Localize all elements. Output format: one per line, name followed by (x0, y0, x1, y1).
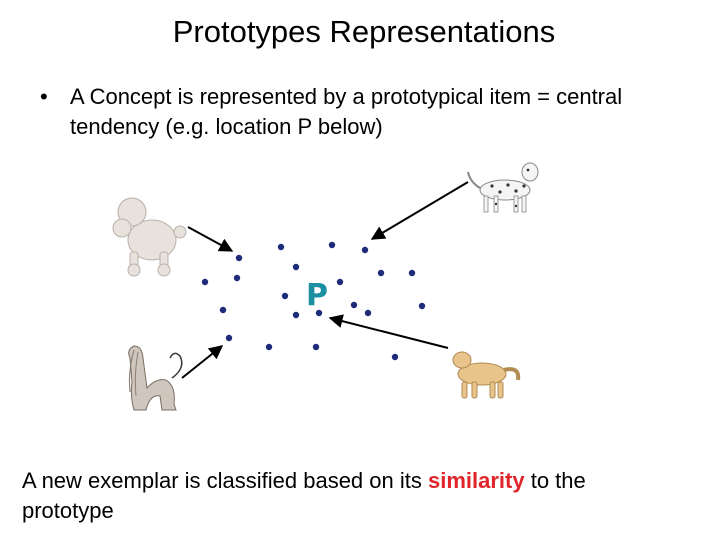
exemplar-dot (336, 278, 344, 286)
prototype-label: P (306, 278, 328, 313)
arrow-from-poodle (187, 226, 234, 252)
arrow-from-retriever (328, 314, 449, 349)
exemplar-dot (281, 292, 289, 300)
exemplar-dot (219, 306, 227, 314)
exemplar-dot (292, 311, 300, 319)
exemplar-dot (418, 302, 426, 310)
exemplar-dot (328, 241, 336, 249)
exemplar-dot (265, 343, 273, 351)
exemplar-dot (225, 334, 233, 342)
exemplar-dot (312, 343, 320, 351)
exemplar-dot (201, 278, 209, 286)
exemplar-dot (364, 309, 372, 317)
footer-prefix: A new exemplar is classified based on it… (22, 468, 428, 493)
exemplar-dot (361, 246, 369, 254)
bullet-text: A Concept is represented by a prototypic… (70, 84, 623, 139)
exemplar-dot (233, 274, 241, 282)
footer-suffix: to the prototype (22, 468, 586, 523)
arrow-from-afghan (181, 345, 224, 379)
exemplar-dot (315, 309, 323, 317)
dalmatian-image (467, 162, 539, 213)
arrow-from-dalmatian (370, 181, 469, 240)
golden-retriever-image (452, 351, 521, 399)
exemplar-dot (235, 254, 243, 262)
exemplar-dot (377, 269, 385, 277)
exemplar-dots (201, 241, 426, 361)
footer-text: A new exemplar is classified based on it… (22, 466, 682, 526)
poodle-image (112, 197, 187, 277)
exemplar-dot (350, 301, 358, 309)
bullet-marker: • (40, 84, 48, 109)
slide-title: Prototypes Representations (172, 14, 556, 49)
exemplar-dot (292, 263, 300, 271)
exemplar-dot (391, 353, 399, 361)
exemplar-dot (408, 269, 416, 277)
similarity-highlight: similarity (427, 468, 525, 493)
afghan-hound-image (128, 345, 183, 411)
exemplar-dot (277, 243, 285, 251)
